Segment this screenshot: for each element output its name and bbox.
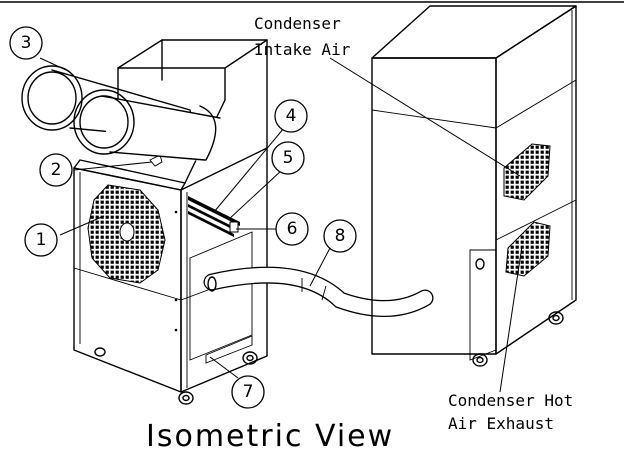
right-unit	[371, 5, 577, 367]
callout-3-text: 3	[21, 33, 32, 53]
callout-1-text: 1	[36, 230, 47, 250]
callout-3: 3	[9, 26, 43, 60]
callout-4-text: 4	[286, 106, 297, 126]
side-vent	[188, 196, 240, 237]
left-unit-front-grille	[87, 184, 166, 284]
callout-7-text: 7	[243, 382, 254, 402]
diagram-title: Isometric View	[146, 419, 394, 452]
callout-4: 4	[274, 99, 308, 133]
condenser-exhaust-label-line2: Air Exhaust	[448, 414, 554, 433]
right-unit-top	[371, 5, 577, 59]
callout-5-text: 5	[283, 148, 294, 168]
leader-lines	[39, 57, 523, 393]
callout-2: 2	[39, 153, 73, 187]
exhaust-grille	[505, 221, 551, 277]
callout-5: 5	[271, 141, 305, 175]
condenser-intake-label-line2: Intake Air	[254, 40, 351, 59]
callout-7: 7	[231, 375, 265, 409]
left-unit-top	[117, 39, 268, 69]
intake-grille	[503, 143, 551, 201]
callout-6-text: 6	[287, 219, 298, 239]
left-unit	[73, 39, 268, 405]
callout-2-text: 2	[51, 160, 62, 180]
exhaust-ducts	[21, 65, 221, 162]
callout-6: 6	[275, 212, 309, 246]
condensate-hose	[203, 266, 434, 317]
left-unit-side-face	[180, 147, 268, 393]
callout-8-text: 8	[335, 226, 346, 246]
right-unit-wheels	[472, 258, 564, 367]
condenser-intake-label-line1: Condenser	[254, 14, 341, 33]
callout-1: 1	[24, 223, 58, 257]
callout-8: 8	[323, 219, 357, 253]
condenser-exhaust-label-line1: Condenser Hot	[448, 391, 573, 410]
left-unit-wheels	[94, 347, 258, 405]
